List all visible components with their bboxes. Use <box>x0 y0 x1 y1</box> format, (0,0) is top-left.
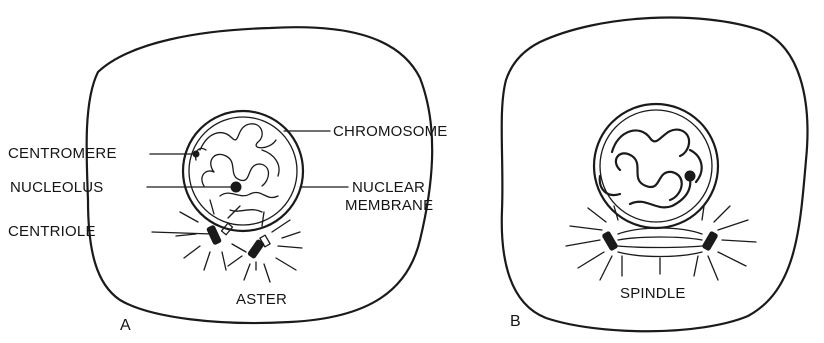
label-aster: ASTER <box>236 292 287 308</box>
centriole-a-left <box>207 225 222 245</box>
nucleus-a-outer-membrane <box>183 111 303 231</box>
label-nucleolus: NUCLEOLUS <box>10 180 104 196</box>
label-nuclear: NUCLEAR <box>352 180 425 196</box>
nucleolus-b <box>685 171 695 181</box>
nucleus-b-outer-membrane <box>594 104 718 228</box>
centriole-leader <box>152 232 212 234</box>
nucleolus-a <box>231 182 241 192</box>
label-spindle: SPINDLE <box>620 286 686 302</box>
chromosome-a-threads <box>196 124 279 212</box>
panel-a-cell <box>87 27 433 323</box>
chromosome-b-threads <box>600 130 702 208</box>
aster-b-right-rays <box>694 206 756 280</box>
label-centriole: CENTRIOLE <box>8 224 96 240</box>
spindle-b-fibers <box>618 228 702 274</box>
panel-b-letter: B <box>510 314 521 330</box>
centriole-b-right <box>702 231 718 251</box>
label-membrane: MEMBRANE <box>345 198 433 214</box>
label-centromere: CENTROMERE <box>8 146 117 162</box>
cell-a-membrane <box>87 27 433 323</box>
nucleus-a-inner-membrane <box>189 117 297 225</box>
centriole-b-left <box>602 231 618 251</box>
centromere-a-dot <box>193 151 199 157</box>
panel-a-letter: A <box>120 318 131 334</box>
label-chromosome: CHROMOSOME <box>333 124 448 140</box>
